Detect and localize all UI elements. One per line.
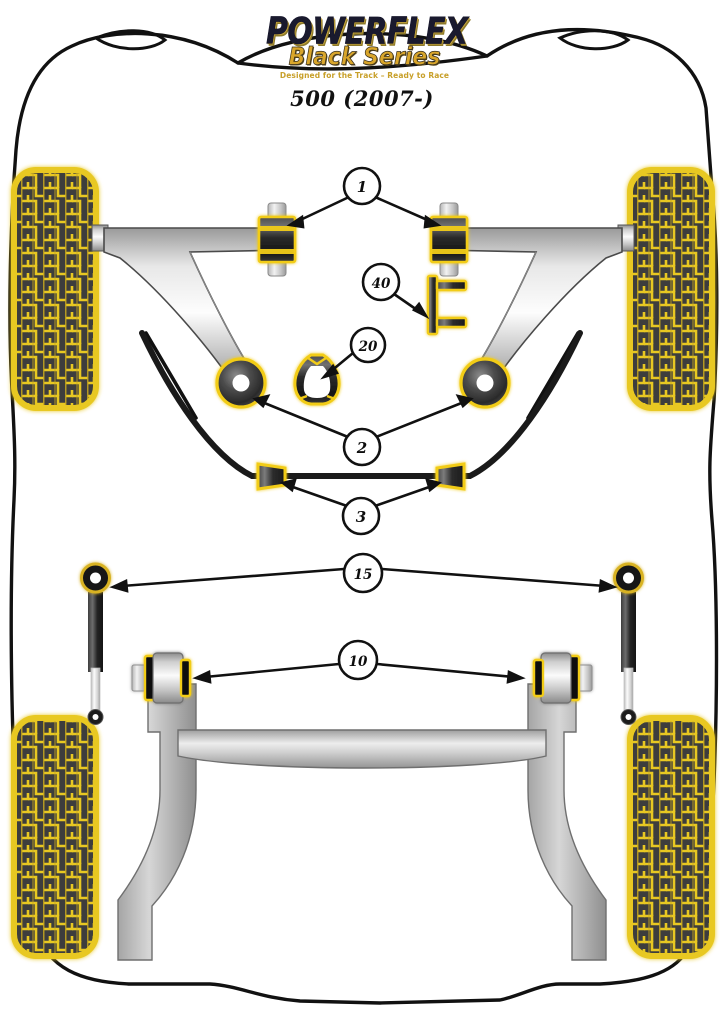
tyre-front-right: [627, 167, 715, 411]
callout-10[interactable]: 10: [337, 639, 379, 681]
callout-2[interactable]: 2: [342, 427, 382, 467]
tyre-rear-left: [11, 715, 99, 959]
bush-wishbone-rear-left: [215, 357, 267, 409]
callout-leader-lines: [109, 195, 618, 684]
callout-40-label: 40: [372, 276, 391, 292]
rear-torsion-beam-axle: [117, 683, 607, 961]
bush-arb-right: [435, 462, 466, 491]
callout-10-label: 10: [349, 654, 368, 670]
bush-wishbone-front-left: [257, 202, 297, 277]
rear-shock-absorber-left: [80, 562, 111, 725]
rear-shock-absorber-right: [613, 562, 644, 725]
callout-1-label: 1: [357, 178, 367, 196]
part-40-c-bracket: [426, 274, 468, 336]
tyre-front-left: [11, 167, 99, 411]
part-20-engine-mount-bush: [293, 353, 341, 406]
bush-rear-beam-right: [532, 652, 593, 704]
bush-arb-left: [256, 462, 287, 491]
callout-3-label: 3: [356, 508, 366, 526]
tyre-rear-right: [627, 715, 715, 959]
front-anti-roll-bar: [139, 330, 583, 479]
callout-40[interactable]: 40: [361, 262, 401, 302]
callout-15-label: 15: [354, 567, 373, 583]
bush-wishbone-rear-right: [459, 357, 511, 409]
callout-15[interactable]: 15: [342, 552, 384, 594]
bush-rear-beam-left: [131, 652, 192, 704]
callout-2-label: 2: [356, 439, 367, 457]
car-body-outline: [8, 27, 719, 1005]
bush-wishbone-front-right: [429, 202, 469, 277]
callout-3[interactable]: 3: [341, 496, 381, 536]
callout-20[interactable]: 20: [349, 326, 387, 364]
callout-1[interactable]: 1: [342, 166, 382, 206]
mirror-outlines: [92, 29, 631, 51]
callout-20-label: 20: [358, 339, 378, 355]
front-tie-rods: [144, 331, 580, 420]
